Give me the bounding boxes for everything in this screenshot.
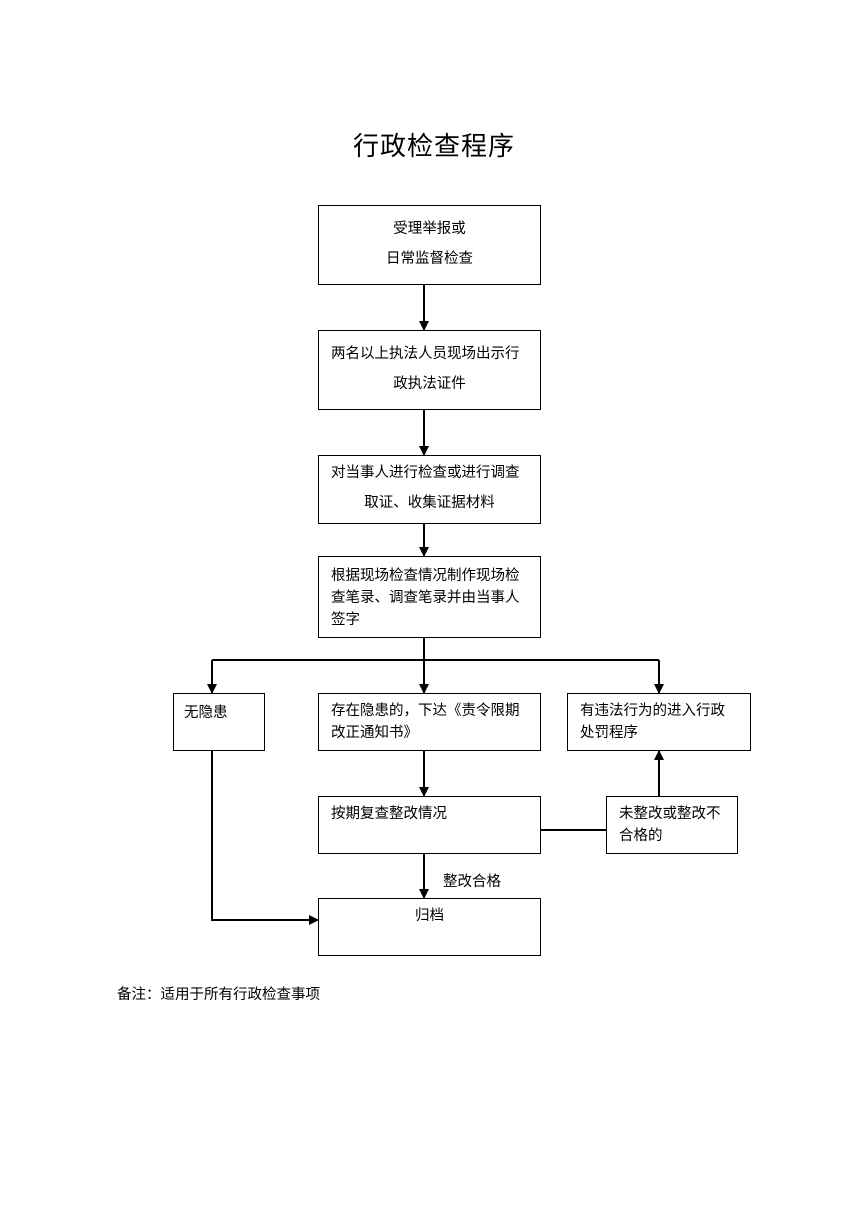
step-accept-report: 受理举报或 日常监督检查: [318, 205, 541, 285]
edge-label-qualified: 整改合格: [443, 874, 501, 890]
footnote: 备注：适用于所有行政检查事项: [117, 987, 320, 1003]
arrow-no-hazard-archive: [211, 751, 319, 925]
step-show-credentials: 两名以上执法人员现场出示行 政执法证件: [318, 330, 541, 410]
step-recheck: 按期复查整改情况: [318, 796, 541, 854]
step-archive: 归档: [318, 898, 541, 956]
step-violation-penalty: 有违法行为的进入行政 处罚程序: [567, 693, 751, 751]
step-inspect-investigate: 对当事人进行检查或进行调查 取证、收集证据材料: [318, 455, 541, 524]
step-no-hazard: 无隐患: [173, 693, 265, 751]
step-record-sign: 根据现场检查情况制作现场检 查笔录、调查笔录并由当事人 签字: [318, 556, 541, 638]
step-not-rectified: 未整改或整改不 合格的: [606, 796, 738, 854]
step-hazard-notice: 存在隐患的，下达《责令限期 改正通知书》: [318, 693, 541, 751]
diagram-title: 行政检查程序: [352, 132, 515, 162]
